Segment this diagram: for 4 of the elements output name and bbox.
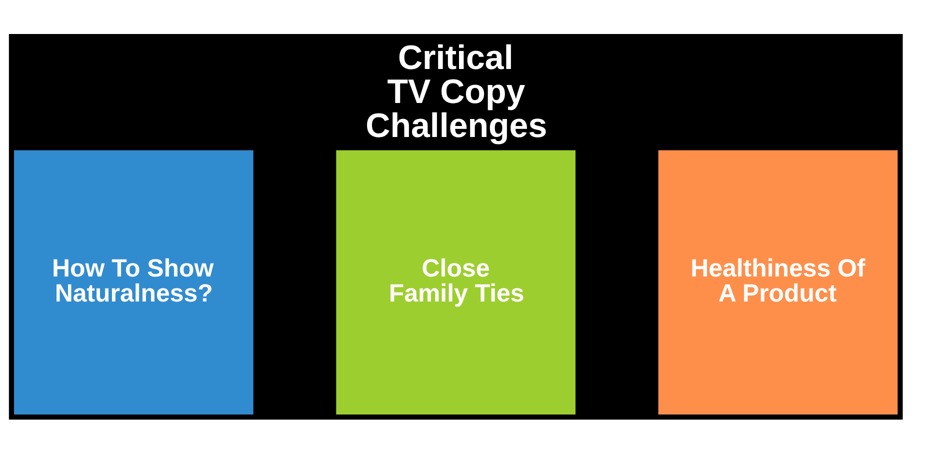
node-box: Close Family Ties [335,148,577,416]
node-box: Healthiness Of A Product [657,148,899,416]
node-box: How To Show Naturalness? [12,148,254,416]
diagram-title: Critical TV Copy Challenges [366,38,548,145]
